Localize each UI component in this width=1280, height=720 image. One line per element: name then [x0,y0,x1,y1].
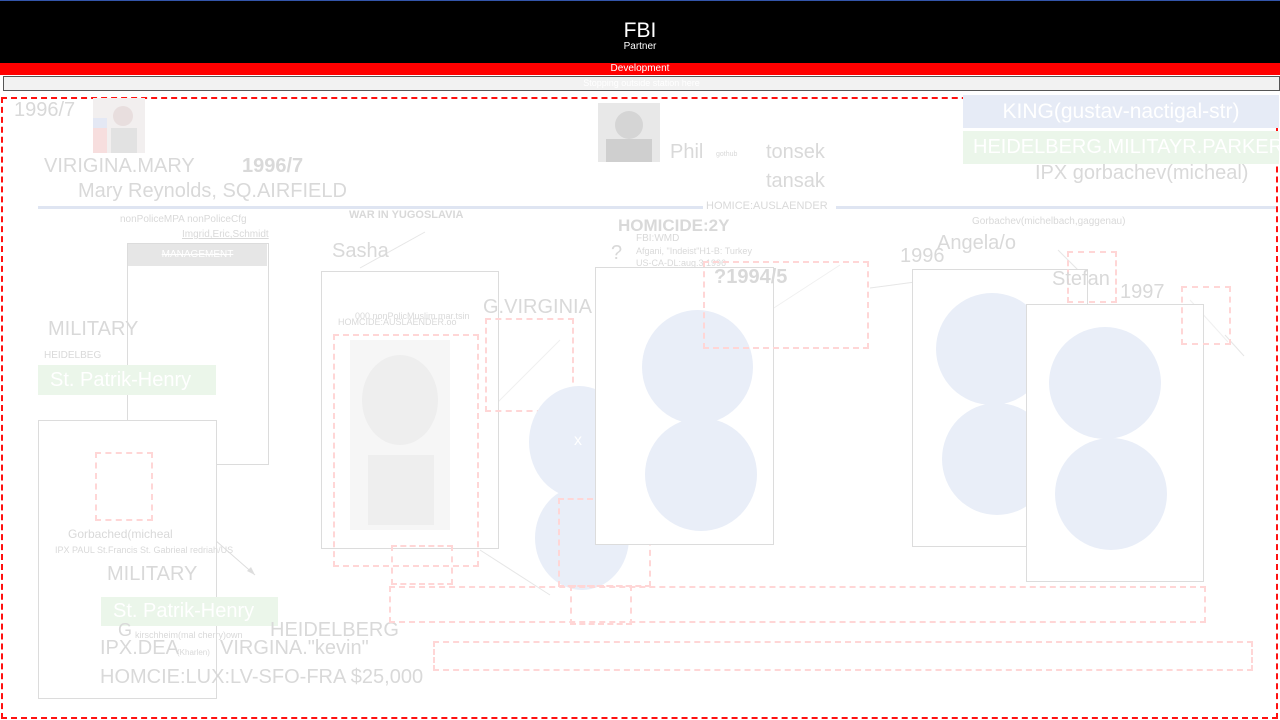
g-label: G [118,620,133,640]
note-label: nonPoliceMPA nonPoliceCfg [120,214,247,225]
timeline-rule-left [38,206,703,209]
stefan-dash-box [1067,251,1117,303]
header-bar [0,0,1280,63]
heidelberg-military-box: HEIDELBERG.MILITAYR.PARKER [963,131,1279,164]
page-title: FBI [623,19,657,42]
year-1994-label: ?1994/5 [714,266,788,288]
homicide-small-note: HOMCIDE:AUSLAENDER.oo [338,317,457,327]
virginia-kevin-label: VIRGINA."kevin" [220,637,369,659]
tonsek-label: tonsek [766,141,825,163]
portrait-photo [93,98,145,153]
war-label: WAR IN YUGOSLAVIA [349,209,464,221]
name-location-label: Mary Reynolds, SQ.AIRFIELD [78,180,347,202]
station-bar: Stopping outside station here [3,76,1280,91]
military-label-2: MILITARY [107,563,198,585]
gorbachev-small-label: Gorbachev(michelbach,gaggenau) [972,216,1126,227]
person-label: VIRIGINA.MARY [44,155,195,177]
afgani-label: Afgani, "Indeist"H1-B: Turkey [636,246,752,256]
king-box: KING(gustav-nactigal-str) [963,95,1279,128]
circle-node [1049,327,1161,439]
homcie-label: HOMCIE:LUX:LV-SFO-FRA $25,000 [100,666,424,688]
year-1996-label: 1996 [900,245,945,267]
management-header: MANAGEMENT [128,244,267,266]
angela-label: Angela/o [937,232,1016,254]
diagram-canvas [1,97,1278,719]
stefan-label: Stefan [1052,268,1110,290]
g-virginia-label: G.VIRGINIA [483,296,592,318]
question-label: ? [611,242,623,264]
year-label: 1996/7 [14,99,76,121]
bottom-dash-strip [389,586,1206,623]
bottom-dash-strip-2 [433,641,1253,671]
patrik-henry-box-2: St. Patrik-Henry [101,597,278,626]
x-mark: x [574,432,582,449]
year-label-2: 1996/7 [242,155,304,177]
circle-node [645,418,757,531]
us-ca-label: US-CA-DL:aug.3 1996 [636,258,727,268]
sasha-dash-box [333,334,479,567]
placeholder-box [95,452,153,521]
military-label: MILITARY [48,318,139,340]
circle-node [642,310,753,424]
small-dash-box [391,545,453,585]
nonpolice-note: 000 nonPolicMuslim.mar.tsin [355,311,470,321]
phil-label: Phil [670,141,704,163]
heidelberg-small-label: HEIDELBEG [44,350,102,361]
page-subtitle: Partner [623,41,657,52]
homice-auslaender-label: HOMICE:AUSLAENDER [704,200,830,212]
development-bar: Development [0,63,1280,75]
ipx-dea-label: IPX.DEA [100,637,179,659]
patrik-henry-box: St. Patrik-Henry [38,365,216,395]
gorbached-label: Gorbached(micheal [68,527,173,541]
phil-photo [598,103,660,162]
military-card [38,420,217,699]
homicide-2y-label: HOMICIDE:2Y [618,216,730,235]
tansak-label: tansak [766,170,825,192]
fbi-wmd-label: FBI:WMD [636,233,680,244]
g-virginia-dash-box [485,318,574,412]
year-1997-label: 1997 [1120,281,1165,303]
timeline-rule-right [836,206,1276,209]
ipx-gorbachev-label: IPX gorbachev(micheal) [1035,162,1249,184]
kirsch-label: kirschheim(mal cherry)own [135,630,243,640]
right-dash-box [1181,286,1231,345]
heidelberg-label: HEIDELBERG [270,619,399,641]
ipx-dea-small-label: (Kharlen) [177,648,210,657]
phil-small-label: gothub [716,151,738,158]
circle-node [1055,438,1167,550]
sasha-label: Sasha [332,240,389,262]
sasha-photo [350,340,450,530]
ipx-paul-label: IPX PAUL St.Francis St. Gabrieal redriah… [55,545,234,555]
note-label-2: Imgrid,Eric,Schmidt [182,229,269,240]
year-dash-box [703,261,869,349]
